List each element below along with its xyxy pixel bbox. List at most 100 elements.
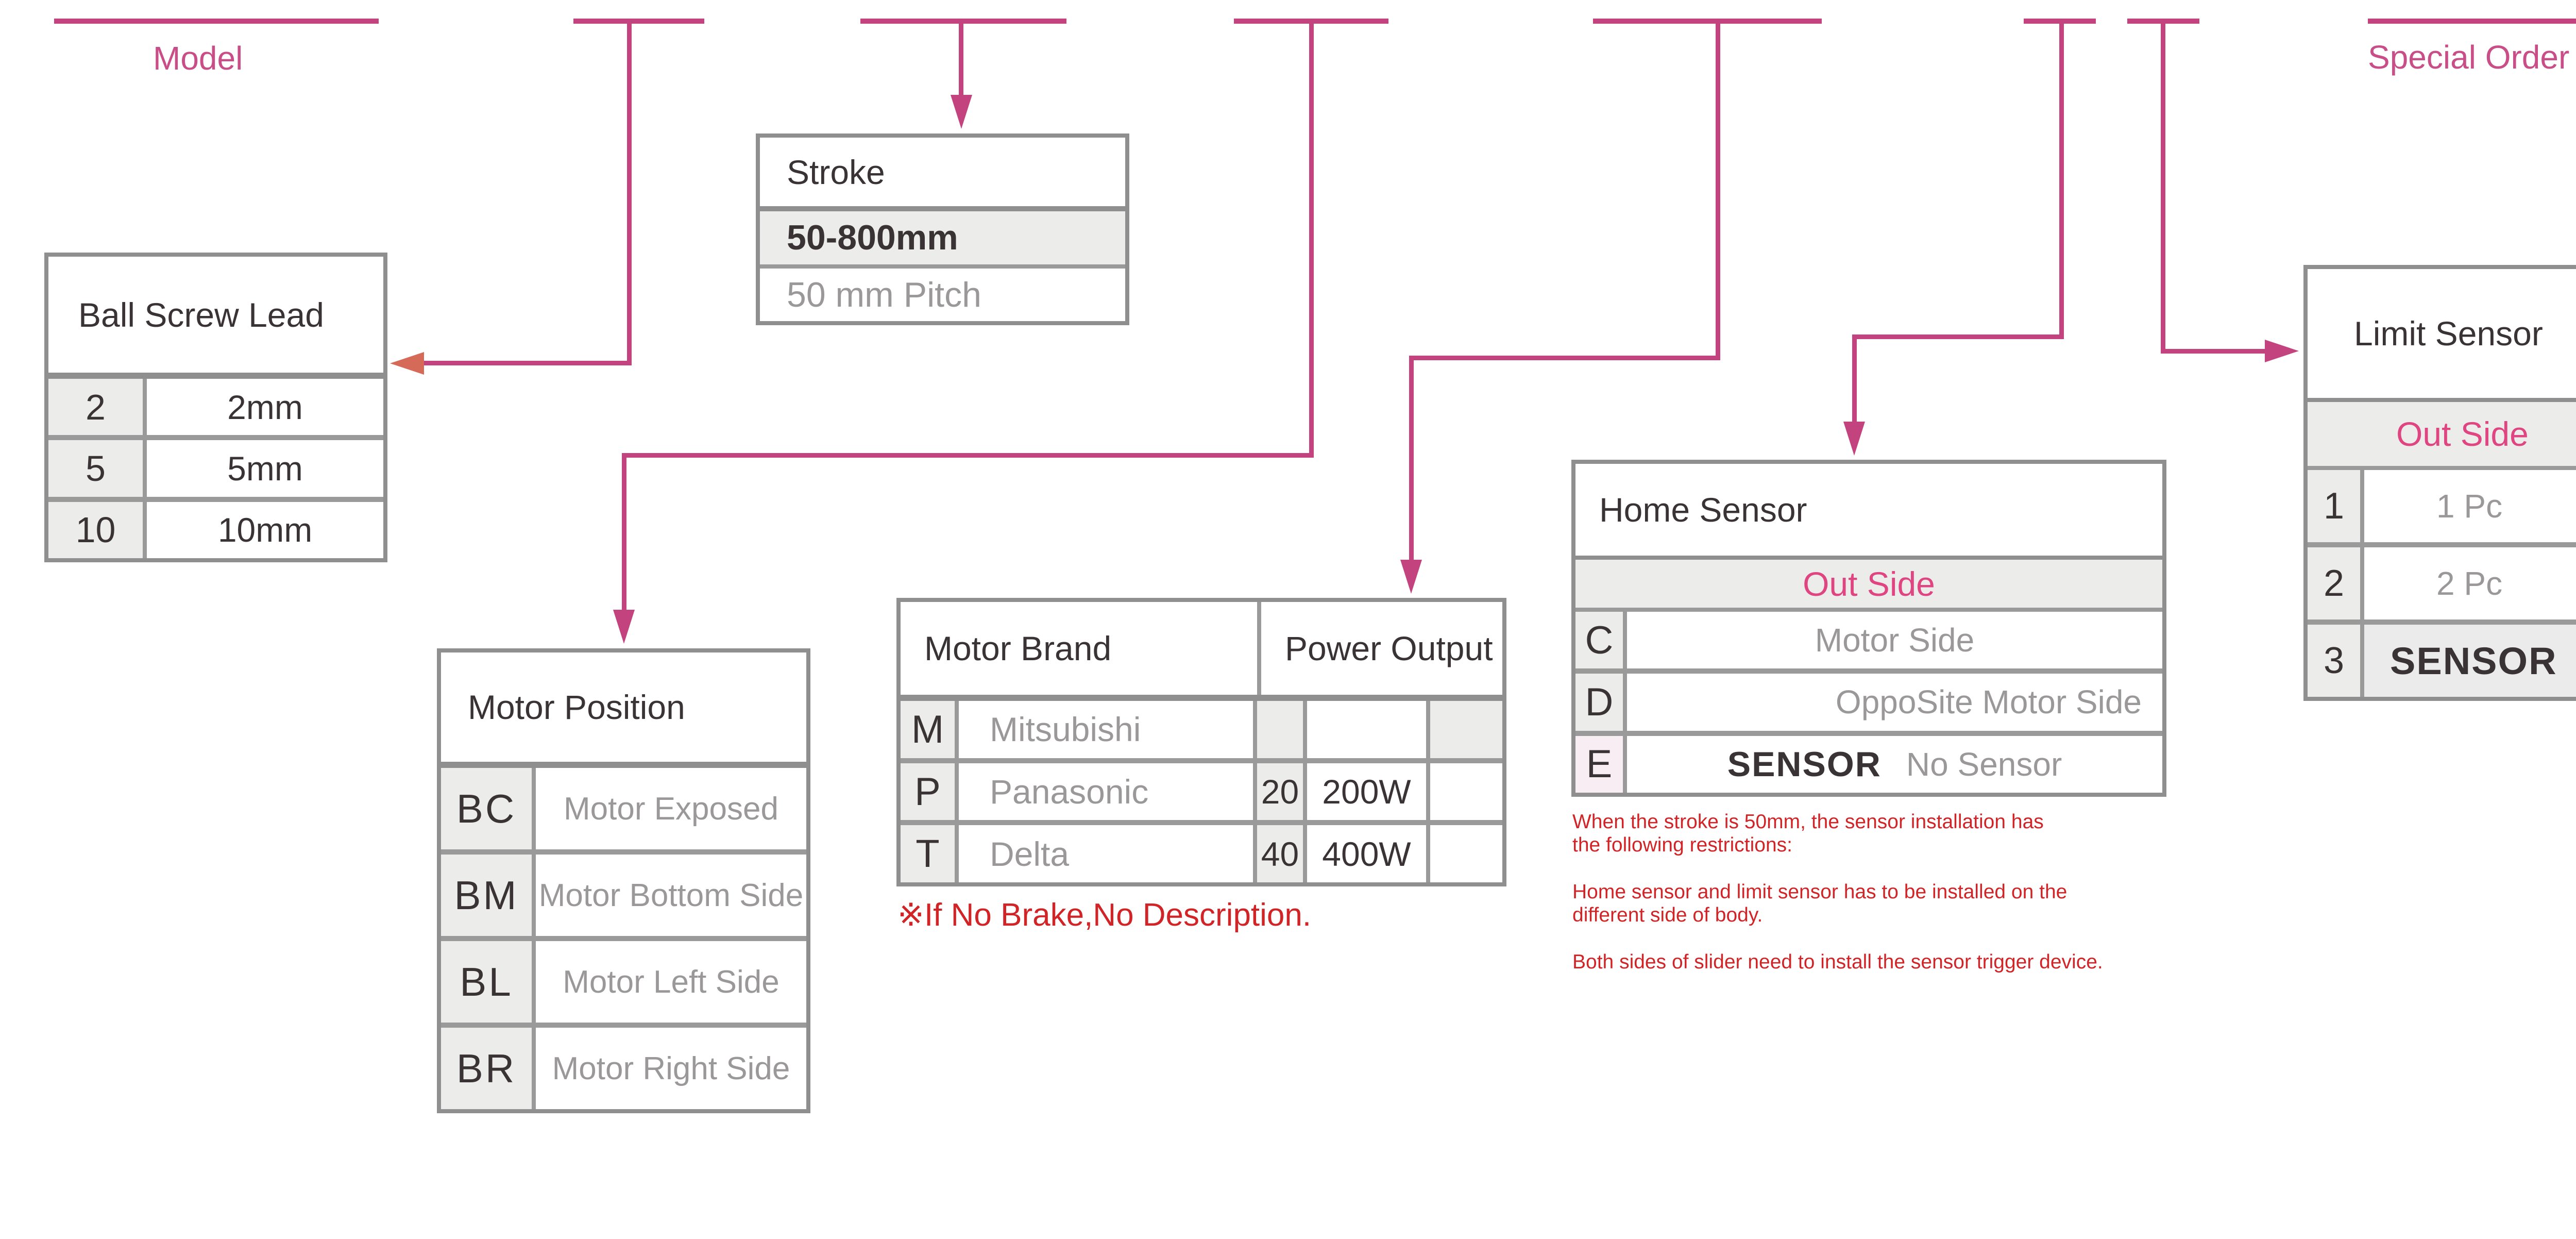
code-cell: 3: [2308, 625, 2364, 697]
value-cell: Motor Exposed: [564, 791, 778, 827]
rule-stroke: [860, 19, 1066, 24]
special-order-label: Special Order No.: [2368, 39, 2576, 76]
table-row: BL Motor Left Side: [441, 936, 806, 1023]
brand-cell: Mitsubishi: [959, 701, 1257, 758]
note-text: different side of body.: [1572, 904, 1763, 926]
code-cell: P: [901, 763, 959, 821]
code-cell: BL: [441, 941, 536, 1023]
home-sensor-title: Home Sensor: [1575, 464, 2162, 560]
connector-motor-position-v1: [1309, 19, 1314, 458]
value-cell: Motor Bottom Side: [538, 877, 804, 913]
model-label: Model: [153, 40, 243, 77]
value-cell: 2 Pc: [2436, 565, 2503, 602]
value-cell: 1 Pc: [2436, 488, 2503, 525]
sensor-desc: No Sensor: [2574, 642, 2576, 680]
arrowhead-ball-screw-icon: [390, 352, 424, 375]
sensor-restriction-notes: When the stroke is 50mm, the sensor inst…: [1572, 810, 2242, 974]
value-cell: SENSOR No Sensor: [2364, 625, 2576, 697]
connector-limit-h: [2161, 349, 2269, 354]
table-row: 5 5mm: [48, 435, 383, 497]
brake-note: ※If No Brake,No Description.: [897, 897, 1312, 933]
stroke-range-cell: 50-800mm: [760, 211, 1125, 269]
rule-special-order: [2368, 19, 2576, 24]
connector-power-v2: [1409, 356, 1414, 562]
table-row: M Mitsubishi: [901, 701, 1502, 758]
power-value-cell: [1307, 701, 1430, 758]
table-row: T Delta 40 400W: [901, 820, 1502, 883]
motor-brand-title: Motor Brand: [901, 602, 1261, 695]
arrowhead-home-icon: [1843, 422, 1865, 456]
code-cell: 10: [48, 501, 147, 558]
note-text: When the stroke is 50mm, the sensor inst…: [1572, 811, 2044, 833]
stroke-title: Stroke: [760, 138, 1125, 211]
code-cell: E: [1575, 735, 1627, 793]
code-cell: BM: [441, 855, 536, 936]
sensor-desc: No Sensor: [1906, 745, 2062, 783]
note-line: When the stroke is 50mm, the sensor inst…: [1572, 810, 2242, 857]
arrowhead-motor-position-icon: [613, 610, 635, 644]
power-extra-cell: [1430, 701, 1502, 758]
code-cell: T: [901, 825, 959, 883]
ball-screw-lead-title: Ball Screw Lead: [48, 257, 383, 379]
table-row: 2 2 Pc: [2308, 542, 2576, 620]
connector-power-v1: [1716, 19, 1720, 360]
value-cell: Motor Side: [1815, 622, 1975, 659]
connector-home-v2: [1852, 334, 1857, 423]
connector-power-h: [1409, 356, 1720, 360]
table-row: D OppoSite Motor Side: [1575, 668, 2162, 731]
code-cell: 5: [48, 440, 147, 497]
connector-ball-screw-v: [627, 19, 632, 365]
table-row: C Motor Side: [1575, 612, 2162, 669]
note-text: Both sides of slider need to install the…: [1572, 951, 2103, 973]
power-extra-cell: [1430, 763, 1502, 821]
brand-cell: Delta: [959, 825, 1257, 883]
limit-sensor-outside-band: Out Side: [2308, 402, 2576, 470]
home-sensor-outside-band: Out Side: [1575, 560, 2162, 612]
table-row: E SENSOR No Sensor: [1575, 730, 2162, 793]
home-sensor-table: Home Sensor Out Side C Motor Side D Oppo…: [1571, 460, 2166, 797]
motor-brand-header: Motor Brand Power Output: [901, 602, 1502, 701]
connector-home-h: [1852, 334, 2064, 339]
sensor-keyword: SENSOR: [2390, 639, 2557, 682]
rule-model: [54, 19, 379, 24]
power-code-cell: 20: [1257, 763, 1307, 821]
connector-limit-v: [2161, 19, 2165, 354]
brand-cell: Panasonic: [959, 763, 1257, 821]
rule-motor-brand: [1593, 19, 1822, 24]
note-text: Home sensor and limit sensor has to be i…: [1572, 881, 2067, 903]
code-cell: 2: [2308, 547, 2364, 620]
code-cell: BR: [441, 1028, 536, 1109]
connector-stroke-v: [959, 19, 963, 99]
limit-sensor-table: Limit Sensor Out Side 1 1 Pc 2 2 Pc 3 SE…: [2303, 265, 2576, 701]
arrowhead-limit-icon: [2265, 340, 2299, 362]
table-row: BR Motor Right Side: [441, 1023, 806, 1109]
power-code-cell: 40: [1257, 825, 1307, 883]
note-text: the following restrictions:: [1572, 834, 1793, 856]
value-cell: 2mm: [227, 388, 303, 426]
table-row: 10 10mm: [48, 496, 383, 558]
arrowhead-power-icon: [1400, 560, 1422, 594]
arrowhead-stroke-icon: [951, 95, 972, 129]
table-row: P Panasonic 20 200W: [901, 758, 1502, 821]
stroke-table: Stroke 50-800mm 50 mm Pitch: [756, 133, 1129, 325]
value-cell: 5mm: [227, 449, 303, 488]
table-row: BC Motor Exposed: [441, 768, 806, 849]
value-cell: Motor Right Side: [552, 1050, 790, 1086]
power-value-cell: 200W: [1307, 763, 1430, 821]
rule-ball-screw: [573, 19, 704, 24]
ball-screw-lead-table: Ball Screw Lead 2 2mm 5 5mm 10 10mm: [44, 253, 387, 562]
code-cell: M: [901, 701, 959, 758]
power-code-cell: [1257, 701, 1307, 758]
power-extra-cell: [1430, 825, 1502, 882]
limit-sensor-title: Limit Sensor: [2308, 269, 2576, 402]
motor-position-title: Motor Position: [441, 652, 806, 768]
motor-position-table: Motor Position BC Motor Exposed BM Motor…: [437, 648, 810, 1113]
power-output-title: Power Output: [1285, 629, 1493, 667]
code-cell: 2: [48, 379, 147, 436]
stroke-pitch-cell: 50 mm Pitch: [787, 275, 981, 314]
note-line: Both sides of slider need to install the…: [1572, 950, 2242, 974]
table-row: 3 SENSOR No Sensor: [2308, 620, 2576, 697]
code-cell: D: [1575, 674, 1627, 731]
connector-motor-position-v2: [622, 453, 626, 612]
